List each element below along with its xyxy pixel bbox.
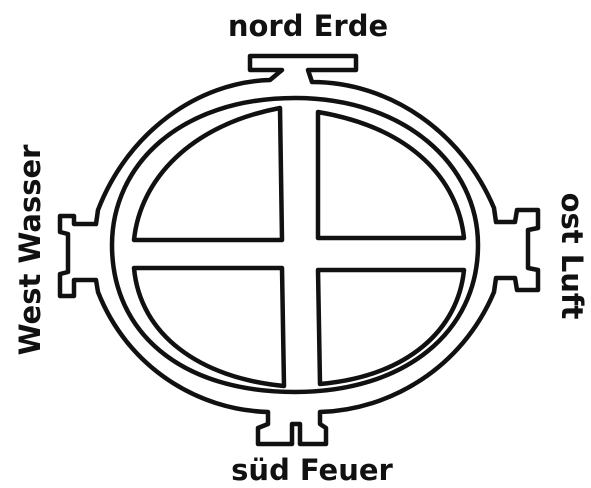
label-south: süd Feuer: [231, 453, 393, 487]
label-north: nord Erde: [228, 9, 388, 43]
label-west: West Wasser: [13, 144, 47, 356]
quadrant-lower-left: [134, 268, 284, 386]
outer-rim-outline: [60, 56, 538, 444]
label-east: ost Luft: [555, 193, 589, 320]
